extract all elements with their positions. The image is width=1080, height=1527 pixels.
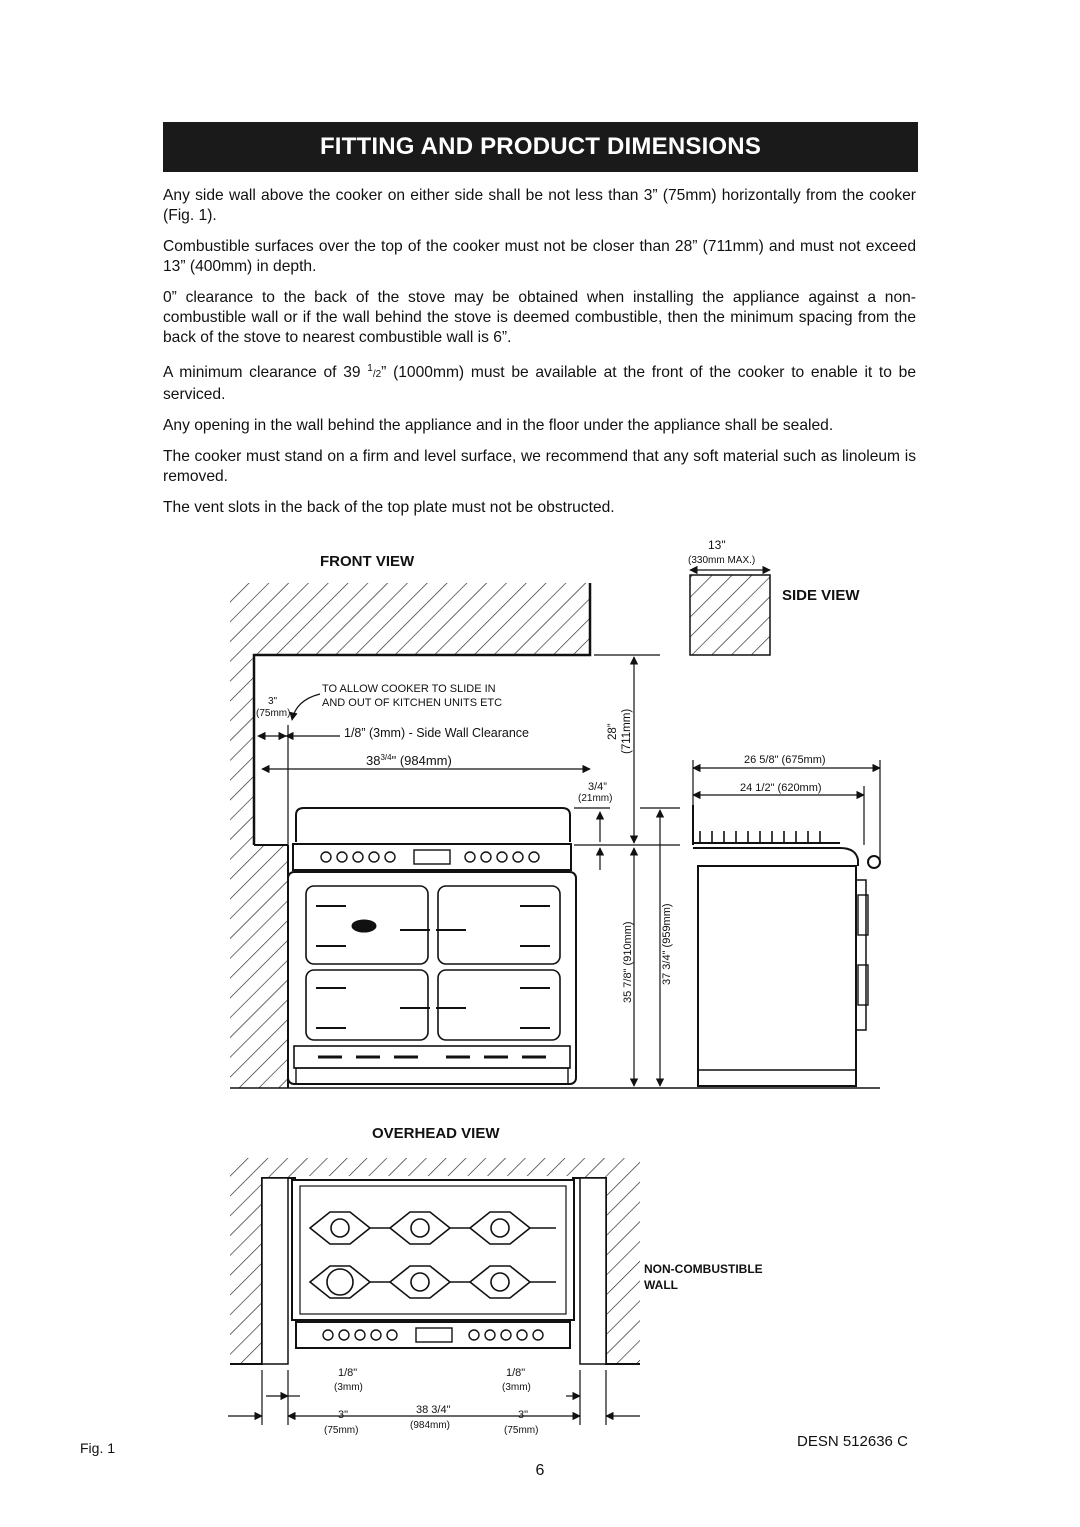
paragraph-side-wall: Any side wall above the cooker on either… — [163, 187, 916, 224]
clearance-text-start: A minimum clearance of 39 — [163, 364, 368, 382]
instructions-body: Any side wall above the cooker on either… — [163, 186, 916, 529]
overall-depth-label: 26 5/8" (675mm) — [744, 754, 826, 766]
section-heading: FITTING AND PRODUCT DIMENSIONS — [319, 133, 762, 160]
side-clearance-mm: (75mm) — [256, 708, 290, 719]
front-view-title: FRONT VIEW — [320, 553, 415, 570]
paragraph-vent-slots: The vent slots in the back of the top pl… — [163, 499, 615, 517]
overhead-wall-hatching — [230, 1158, 640, 1365]
overhead-width-inches: 38 3/4" — [416, 1404, 451, 1416]
overhead-dimensions — [228, 1370, 640, 1425]
max-depth-inches: 13" — [708, 538, 726, 552]
clearance-fraction-numerator: 1 — [367, 363, 373, 374]
paragraph-sealing: Any opening in the wall behind the appli… — [163, 417, 834, 435]
overhead-side-right-inches: 3" — [518, 1409, 528, 1421]
width-label: 383/4" (984mm) — [366, 753, 452, 768]
clearance-text-end: ” (1000mm) must be available at the fron… — [163, 364, 916, 404]
max-depth-mm: (330mm MAX.) — [688, 555, 755, 566]
overhead-gap-right-inches: 1/8" — [506, 1367, 525, 1379]
paragraph-rear-clearance: 0” clearance to the back of the stove ma… — [163, 289, 916, 346]
side-dimensions — [692, 760, 881, 860]
hood-height-inches: 28” — [607, 723, 619, 740]
side-clearance-inches: 3" — [268, 696, 278, 707]
overhead-gap-left-mm: (3mm) — [334, 1382, 363, 1393]
non-combustible-label-line-1: NON-COMBUSTIBLE — [644, 1262, 763, 1276]
slide-note-line-2: AND OUT OF KITCHEN UNITS ETC — [322, 697, 502, 709]
section-heading-banner: FITTING AND PRODUCT DIMENSIONS — [163, 122, 918, 172]
hood-height-mm: (711mm) — [621, 709, 633, 754]
overhead-gap-right-mm: (3mm) — [502, 1382, 531, 1393]
page-number: 6 — [535, 1462, 545, 1479]
side-view-title: SIDE VIEW — [782, 587, 860, 604]
cooker-front-illustration — [287, 807, 577, 1085]
height-to-hob-label: 35 7/8" (910mm) — [622, 921, 634, 1003]
overhead-width-mm: (984mm) — [410, 1420, 450, 1431]
width-label-mm: " (984mm) — [392, 753, 452, 768]
paragraph-firm-surface: The cooker must stand on a firm and leve… — [163, 448, 916, 486]
figure-label: Fig. 1 — [80, 1440, 116, 1456]
front-wall-hatching — [224, 583, 880, 1089]
front-dimensions — [257, 654, 680, 1087]
width-label-fraction: 3/4 — [380, 753, 392, 762]
side-hood-hatching — [689, 574, 771, 656]
non-combustible-label-line-2: WALL — [644, 1278, 678, 1292]
overhead-side-right-mm: (75mm) — [504, 1425, 538, 1436]
overall-height-label: 37 3/4" (959mm) — [661, 903, 673, 985]
document-code: DESN 512636 C — [797, 1433, 908, 1450]
plinth-height-inches: 3/4” — [588, 781, 607, 793]
clearance-fraction-denominator: /2 — [372, 369, 382, 381]
overhead-side-left-mm: (75mm) — [324, 1425, 358, 1436]
slide-note-line-1: TO ALLOW COOKER TO SLIDE IN — [322, 683, 496, 695]
paragraph-combustible-surfaces: Combustible surfaces over the top of the… — [163, 238, 916, 275]
side-wall-clearance-label: 1/8” (3mm) - Side Wall Clearance — [344, 726, 529, 740]
overhead-view-title: OVERHEAD VIEW — [372, 1125, 500, 1142]
body-depth-label: 24 1/2" (620mm) — [740, 782, 822, 794]
cooker-side-illustration — [692, 805, 881, 1087]
overhead-gap-left-inches: 1/8" — [338, 1367, 357, 1379]
paragraph-front-clearance: A minimum clearance of 39 1/2” (1000mm) … — [163, 359, 916, 405]
cooker-overhead-illustration — [291, 1179, 575, 1349]
width-label-inches: 38 — [366, 753, 380, 768]
plinth-height-mm: (21mm) — [578, 793, 612, 804]
overhead-side-left-inches: 3" — [338, 1409, 348, 1421]
